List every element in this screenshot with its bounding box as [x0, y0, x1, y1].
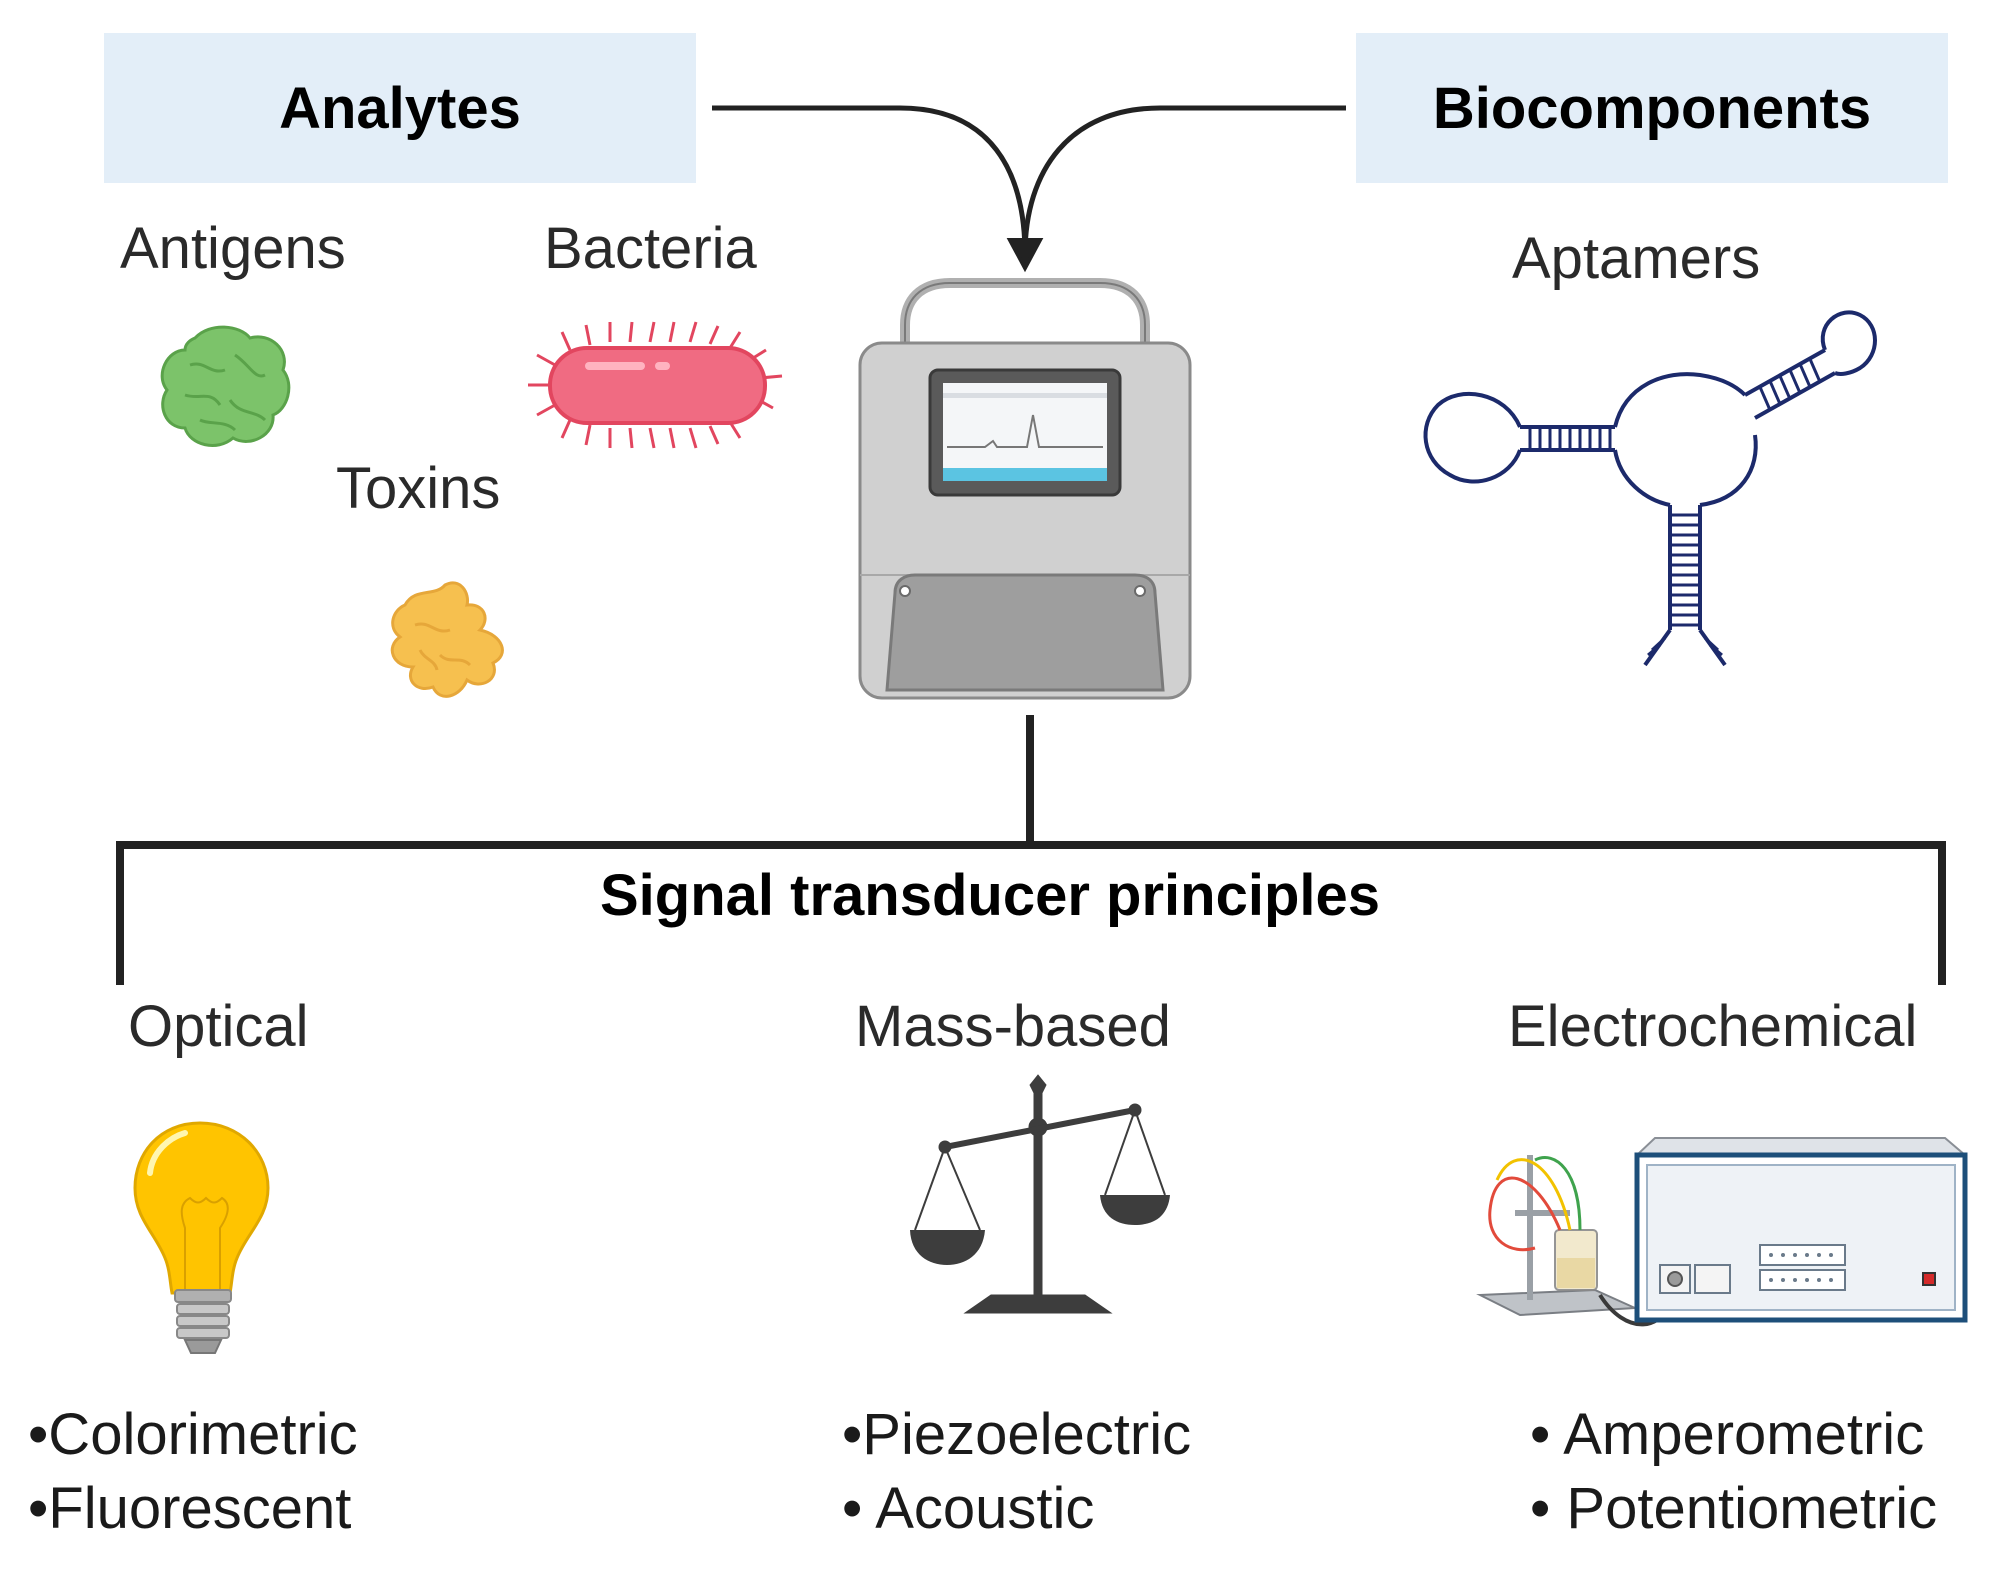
bacteria-label: Bacteria: [544, 216, 757, 281]
mass-item-piezoelectric: •Piezoelectric: [842, 1402, 1192, 1467]
electrochemical-item-potentiometric: • Potentiometric: [1530, 1476, 1938, 1541]
electrochemical-workstation-icon: [1476, 1137, 1968, 1327]
analytes-header: Analytes: [279, 75, 521, 141]
aptamers-label: Aptamers: [1512, 226, 1761, 291]
screw-right: [1134, 585, 1146, 597]
arrow-head: [1006, 238, 1044, 273]
analytes-header-box: Analytes: [104, 33, 696, 183]
biosensor-device: [858, 278, 1192, 700]
antigens-label: Antigens: [120, 216, 346, 281]
electrochemical-label: Electrochemical: [1508, 994, 1918, 1059]
biocomponents-header: Biocomponents: [1432, 75, 1872, 141]
balance-scale-icon: [910, 1074, 1170, 1314]
electrochemical-item-amperometric: • Amperometric: [1530, 1402, 1925, 1467]
toxins-label: Toxins: [336, 456, 501, 521]
aptamer-icon: [1423, 310, 1877, 667]
optical-item-fluorescent: •Fluorescent: [28, 1476, 352, 1541]
lightbulb-icon: [133, 1121, 270, 1354]
toxin-icon: [390, 581, 504, 698]
screw-left: [899, 585, 911, 597]
antigen-icon: [160, 325, 291, 447]
mass-item-acoustic: • Acoustic: [842, 1476, 1095, 1541]
arrow-left-curve: [712, 105, 1028, 256]
biocomponents-header-box: Biocomponents: [1356, 33, 1948, 183]
arrow-right-curve: [1022, 105, 1346, 256]
bacteria-icon: [528, 321, 783, 449]
transducer-title: Signal transducer principles: [600, 863, 1380, 928]
optical-item-colorimetric: •Colorimetric: [28, 1402, 358, 1467]
optical-label: Optical: [128, 994, 309, 1059]
mass-based-label: Mass-based: [855, 994, 1171, 1059]
